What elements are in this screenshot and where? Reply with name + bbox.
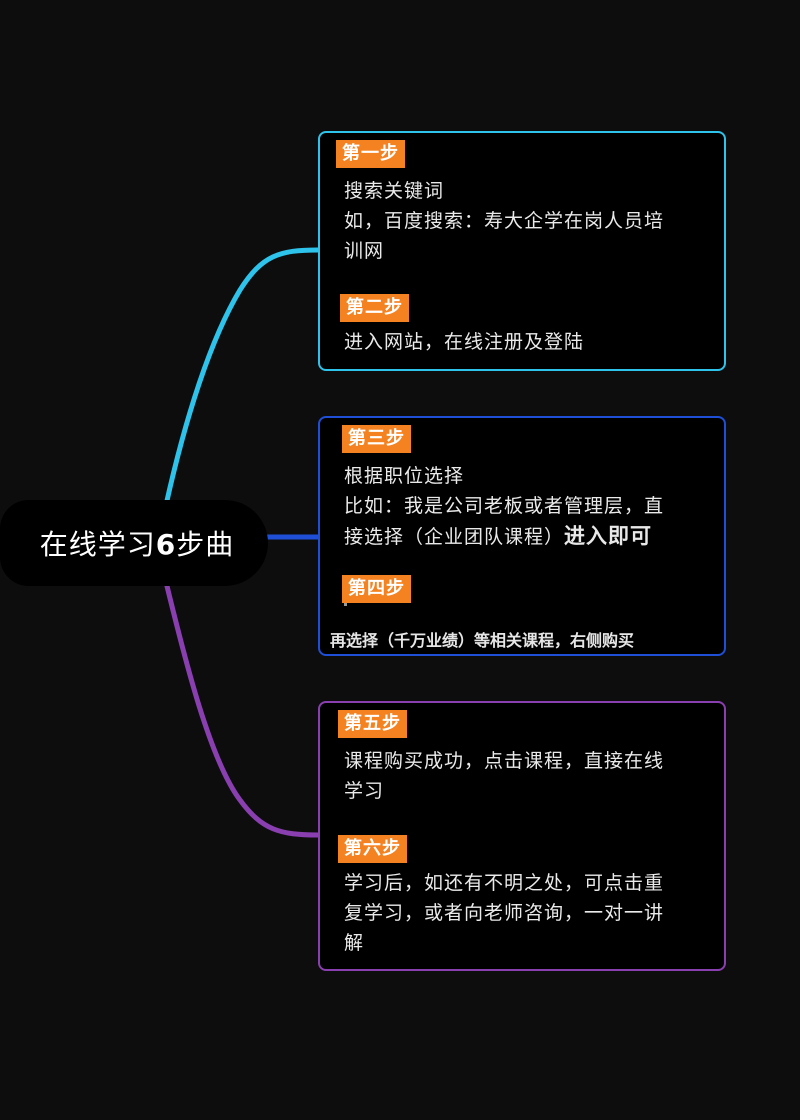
step-badge-6: 第六步	[338, 835, 407, 863]
step-6-line: 解	[344, 932, 365, 954]
step-badge-3: 第三步	[342, 425, 411, 453]
step-badge-1: 第一步	[336, 140, 405, 168]
root-node: 在线学习6步曲	[0, 500, 268, 586]
root-title-suffix: 步曲	[176, 528, 235, 561]
step-2-line: 进入网站，在线注册及登陆	[344, 331, 585, 353]
branch-connector-3	[163, 581, 319, 838]
step-5-text: 课程购买成功，点击课程，直接在线 学习	[344, 746, 706, 806]
step-3-line: 接选择（企业团队课程）进入即可	[344, 521, 706, 552]
step-4-text: 再选择（千万业绩）等相关课程，右侧购买	[330, 631, 635, 650]
step-1-line: 如，百度搜索：寿大企学在岗人员培	[344, 210, 665, 232]
step-1-line: 训网	[344, 240, 385, 262]
step-card-2: 第三步 根据职位选择 比如：我是公司老板或者管理层，直 接选择（企业团队课程）进…	[318, 416, 726, 656]
step-3-line-text: 接选择（企业团队课程）	[344, 526, 565, 548]
root-title: 在线学习6步曲	[34, 523, 235, 563]
step-3-emphasis: 进入即可	[564, 524, 653, 548]
step-badge-2: 第二步	[340, 294, 409, 322]
root-title-number: 6	[155, 528, 177, 561]
step-card-1: 第一步 搜索关键词 如，百度搜索：寿大企学在岗人员培 训网 第二步 进入网站，在…	[318, 131, 726, 371]
root-title-text: 在线学习	[39, 528, 156, 561]
step-1-text: 搜索关键词 如，百度搜索：寿大企学在岗人员培 训网	[344, 176, 706, 266]
bullet-dot	[344, 603, 347, 606]
step-3-text: 根据职位选择 比如：我是公司老板或者管理层，直 接选择（企业团队课程）进入即可	[344, 461, 706, 552]
step-card-3: 第五步 课程购买成功，点击课程，直接在线 学习 第六步 学习后，如还有不明之处，…	[318, 701, 726, 971]
step-3-line: 比如：我是公司老板或者管理层，直	[344, 495, 665, 517]
step-2-text: 进入网站，在线注册及登陆	[344, 327, 706, 357]
step-1-line: 搜索关键词	[344, 180, 445, 202]
step-3-line: 根据职位选择	[344, 465, 465, 487]
step-badge-4: 第四步	[342, 575, 411, 603]
step-6-line: 学习后，如还有不明之处，可点击重	[344, 872, 665, 894]
step-6-line: 复学习，或者向老师咨询，一对一讲	[344, 902, 665, 924]
branch-connector-1	[163, 247, 319, 506]
step-badge-5: 第五步	[338, 710, 407, 738]
step-5-line: 课程购买成功，点击课程，直接在线	[344, 750, 665, 772]
step-6-text: 学习后，如还有不明之处，可点击重 复学习，或者向老师咨询，一对一讲 解	[344, 868, 706, 958]
step-5-line: 学习	[344, 780, 385, 802]
